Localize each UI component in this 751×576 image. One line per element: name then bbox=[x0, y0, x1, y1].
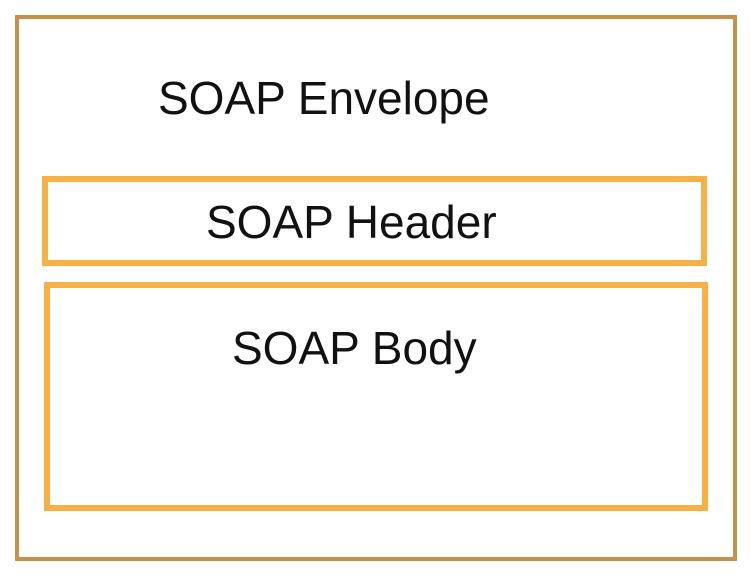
soap-header-label: SOAP Header bbox=[206, 196, 497, 248]
soap-header-box bbox=[42, 176, 707, 266]
soap-body-box bbox=[44, 282, 708, 511]
soap-envelope-box bbox=[15, 15, 737, 561]
soap-envelope-label: SOAP Envelope bbox=[158, 72, 490, 124]
soap-body-label: SOAP Body bbox=[232, 322, 477, 374]
